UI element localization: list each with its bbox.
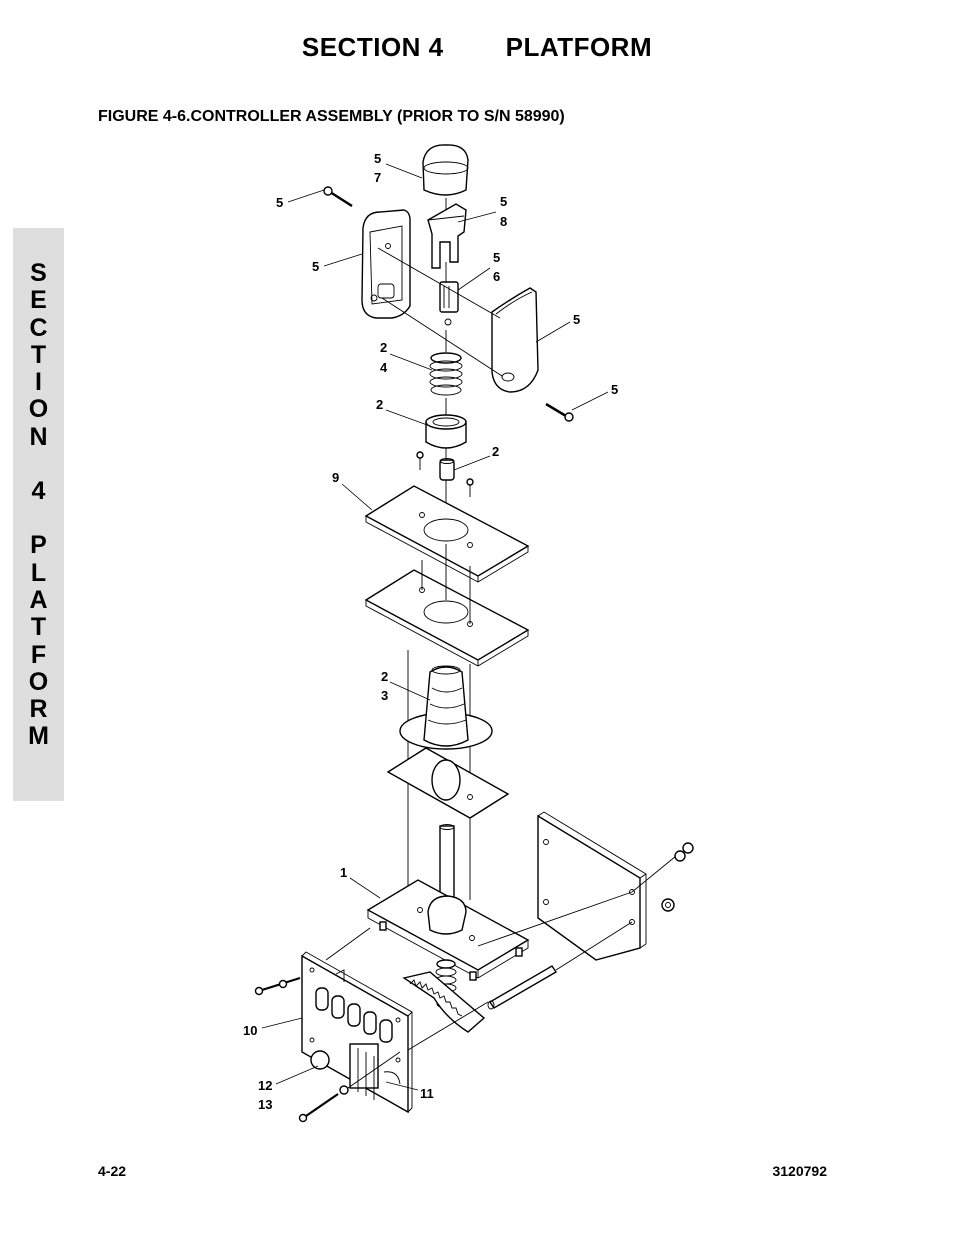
side-tab-letter: O xyxy=(28,395,49,424)
side-tab-letter: R xyxy=(29,695,48,724)
side-bracket xyxy=(477,811,647,971)
side-tab-letter: A xyxy=(29,585,48,614)
control-board xyxy=(301,927,489,1114)
side-tab-letter: L xyxy=(30,558,47,587)
callout-23-line1: 2 xyxy=(381,669,388,684)
section-title: PLATFORM xyxy=(505,32,653,62)
mounting-plate-middle xyxy=(364,569,530,667)
callout-24-line2: 4 xyxy=(380,360,388,375)
figure-title: FIGURE 4-6.CONTROLLER ASSEMBLY (PRIOR TO… xyxy=(98,108,565,125)
page-header: SECTION 4 PLATFORM xyxy=(0,32,954,63)
callout-labels: 5 7 5 5 8 5 5 6 5 2 4 5 2 2 9 2 3 1 10 1… xyxy=(243,151,618,1112)
callout-2a: 2 xyxy=(376,397,383,412)
callout-24-line1: 2 xyxy=(380,340,387,355)
base-plate xyxy=(366,879,530,981)
callout-5c: 5 xyxy=(573,312,580,327)
bracket-hardware xyxy=(631,842,694,912)
callout-5a: 5 xyxy=(276,195,283,210)
side-tab-letter: S xyxy=(30,259,47,287)
side-tab-letter: O xyxy=(28,667,49,696)
callout-5b: 5 xyxy=(312,259,319,274)
callout-11: 11 xyxy=(420,1086,434,1101)
side-tab-letter: E xyxy=(30,286,47,315)
callout-58-line1: 5 xyxy=(500,194,507,209)
collar xyxy=(425,414,467,449)
side-tab-letter: P xyxy=(30,531,47,560)
callout-10: 10 xyxy=(243,1023,257,1038)
section-label: SECTION 4 xyxy=(301,32,444,62)
mounting-plate-upper xyxy=(364,485,530,583)
screw-top-left xyxy=(323,186,353,208)
side-tab-letter: M xyxy=(28,722,49,751)
callout-5d: 5 xyxy=(611,382,618,397)
callout-23-line2: 3 xyxy=(381,688,388,703)
callout-57-line1: 5 xyxy=(374,151,381,166)
gear-sector xyxy=(402,971,486,1033)
pivot-rod xyxy=(487,965,557,1010)
callout-1213-line1: 12 xyxy=(258,1078,272,1093)
handle-alignment-lines xyxy=(377,247,503,377)
side-tab-letter: F xyxy=(30,640,47,669)
document-number: 3120792 xyxy=(772,1163,827,1179)
section-side-tab: S E C T I O N 4 P L A T F O R M xyxy=(13,228,64,801)
screw-right xyxy=(545,402,574,422)
lever xyxy=(427,203,467,269)
callout-leaders xyxy=(261,163,609,1091)
bushing xyxy=(439,458,455,481)
callout-56-line1: 5 xyxy=(493,250,500,265)
knob xyxy=(422,144,469,196)
handle-right-half xyxy=(491,287,539,393)
side-tab-letter: 4 xyxy=(31,477,46,506)
callout-1: 1 xyxy=(340,865,347,880)
callout-56-line2: 6 xyxy=(493,269,500,284)
side-tab-letter: N xyxy=(29,422,48,451)
rubber-boot xyxy=(399,665,493,750)
callout-2b: 2 xyxy=(492,444,499,459)
board-screws xyxy=(254,976,401,1123)
side-tab-letter: T xyxy=(30,613,47,642)
spring-upper xyxy=(429,352,463,396)
side-tab-letters: S E C T I O N 4 P L A T F O R M xyxy=(13,259,64,751)
page-number: 4-22 xyxy=(98,1163,127,1179)
side-tab-letter: T xyxy=(30,340,47,369)
callout-9: 9 xyxy=(332,470,339,485)
callout-57-line2: 7 xyxy=(374,170,381,185)
side-tab-letter: C xyxy=(29,313,48,342)
callout-1213-line2: 13 xyxy=(258,1097,272,1112)
plate-screws xyxy=(416,451,474,497)
gasket-plate xyxy=(386,747,510,819)
callout-58-line2: 8 xyxy=(500,214,507,229)
side-tab-letter: I xyxy=(35,368,42,397)
handle-left-half xyxy=(361,209,411,319)
micro-switch xyxy=(439,281,459,326)
